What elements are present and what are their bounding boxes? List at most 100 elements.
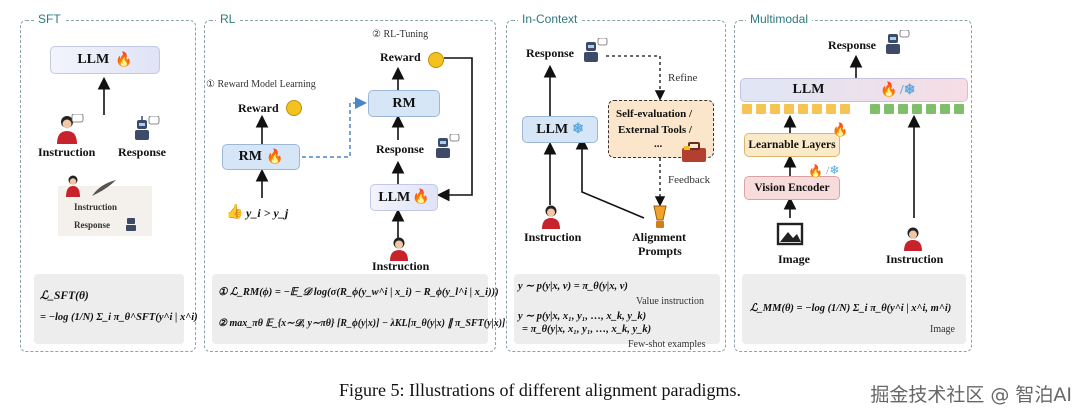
image-icon bbox=[776, 222, 804, 246]
image-token bbox=[784, 104, 794, 114]
rl-formula-1: ① ℒ_RM(ϕ) = −𝔼_𝒟 log(σ(R_ϕ(y_w^i | x_i) … bbox=[218, 287, 499, 298]
rl-formula-area bbox=[212, 274, 488, 344]
sft-instruction-label: Instruction bbox=[38, 145, 96, 159]
medal-icon bbox=[286, 100, 302, 116]
mm-learnable-box: Learnable Layers bbox=[744, 133, 840, 157]
sft-panel-title: SFT bbox=[34, 12, 65, 26]
figure-caption: Figure 5: Illustrations of different ali… bbox=[338, 380, 742, 400]
rl-step2-label: ② RL-Tuning bbox=[372, 29, 429, 40]
sft-card-instruction: Instruction bbox=[74, 202, 118, 212]
rl-dashed-rm-link bbox=[302, 97, 367, 158]
rl-reward-left: Reward bbox=[238, 101, 279, 115]
image-token bbox=[770, 104, 780, 114]
in-context-panel-title: In-Context bbox=[518, 12, 582, 26]
mm-formula: ℒ_MM(θ) = −log (1/N) Σ_i π_θ(y^i | x^i, … bbox=[750, 303, 952, 314]
snowflake-icon: /❄ bbox=[826, 163, 840, 177]
text-token bbox=[954, 104, 964, 114]
toolbox-icon bbox=[682, 142, 706, 162]
ic-alignment-line1: Alignment bbox=[632, 230, 686, 244]
robot-icon bbox=[886, 30, 910, 54]
rl-rm-right-box: RM bbox=[368, 90, 440, 117]
person-icon bbox=[542, 205, 560, 229]
mm-formula-note: Image bbox=[930, 324, 955, 335]
rl-formula-2: ② max_πθ 𝔼_{x∼𝒟, y∼πθ} [R_ϕ(y|x)] − λKL[… bbox=[218, 318, 506, 329]
robot-icon bbox=[436, 134, 460, 158]
ic-dashed-refine bbox=[606, 55, 666, 101]
rl-feedback-loop bbox=[436, 57, 473, 202]
person-icon bbox=[66, 175, 80, 197]
rl-rm-right-label: RM bbox=[392, 95, 416, 111]
ic-response-label: Response bbox=[526, 46, 575, 60]
robot-icon bbox=[135, 116, 160, 140]
snowflake-icon: /❄ bbox=[899, 82, 916, 98]
image-token bbox=[742, 104, 752, 114]
ic-llm-box: LLM ❄ bbox=[522, 116, 598, 143]
multimodal-panel bbox=[734, 20, 972, 352]
ic-self-eval-line2: External Tools / bbox=[618, 124, 692, 136]
image-token bbox=[840, 104, 850, 114]
sft-llm-label: LLM bbox=[77, 52, 110, 67]
mm-image-label: Image bbox=[778, 252, 810, 266]
mm-vision-label: Vision Encoder bbox=[754, 182, 830, 194]
sft-response-label: Response bbox=[118, 145, 167, 159]
fire-icon: 🔥 bbox=[808, 164, 823, 178]
rl-llm-box: LLM 🔥 bbox=[370, 184, 438, 211]
image-token bbox=[756, 104, 766, 114]
in-context-formula-area bbox=[514, 274, 720, 344]
ic-formula-2: y ∼ p(y|x, x₁, y₁, …, x_k, y_k) bbox=[518, 311, 647, 322]
fire-icon: 🔥 bbox=[832, 122, 849, 137]
rl-instruction-label: Instruction bbox=[372, 259, 430, 273]
fire-icon: 🔥 bbox=[265, 149, 284, 165]
robot-icon bbox=[584, 38, 608, 62]
snowflake-icon: ❄ bbox=[572, 122, 584, 137]
text-token bbox=[884, 104, 894, 114]
text-token bbox=[926, 104, 936, 114]
in-context-panel bbox=[506, 20, 726, 352]
mm-llm-label: LLM bbox=[792, 82, 825, 97]
ic-self-eval-line1: Self-evaluation / bbox=[616, 108, 693, 120]
medal-icon bbox=[428, 52, 444, 68]
rl-step1-label: ① Reward Model Learning bbox=[206, 79, 316, 90]
rl-rm-left-label: RM bbox=[238, 149, 262, 164]
multimodal-panel-title: Multimodal bbox=[746, 12, 813, 26]
fire-icon: 🔥 bbox=[880, 82, 898, 98]
robot-icon bbox=[126, 218, 136, 231]
text-token bbox=[940, 104, 950, 114]
image-token bbox=[798, 104, 808, 114]
ic-feedback-label: Feedback bbox=[668, 174, 711, 186]
ic-formula-3: = π_θ(y|x, x₁, y₁, …, x_k, y_k) bbox=[522, 324, 652, 335]
text-token bbox=[870, 104, 880, 114]
sft-formula-area bbox=[34, 274, 184, 344]
ic-formula-1: y ∼ p(y|x, v) = π_θ(y|x, v) bbox=[518, 281, 628, 292]
rl-rm-left-box: RM 🔥 bbox=[222, 144, 300, 170]
ic-arrow-prompts-to-llm bbox=[575, 136, 645, 219]
rl-response-label: Response bbox=[376, 142, 425, 156]
ic-note-1: Value instruction bbox=[636, 296, 705, 307]
ic-instruction-label: Instruction bbox=[524, 230, 582, 244]
ic-self-eval-line3: ... bbox=[654, 138, 663, 150]
text-token bbox=[898, 104, 908, 114]
fire-icon: 🔥 bbox=[412, 190, 430, 205]
mm-token-row bbox=[742, 104, 966, 116]
text-token bbox=[912, 104, 922, 114]
ic-alignment-line2: Prompts bbox=[638, 244, 682, 258]
lamp-icon bbox=[653, 205, 667, 228]
mm-vision-box: Vision Encoder bbox=[744, 176, 840, 200]
ic-note-2: Few-shot examples bbox=[628, 339, 706, 350]
rl-panel-title: RL bbox=[216, 12, 240, 26]
mm-learnable-label: Learnable Layers bbox=[748, 139, 836, 151]
rl-llm-label: LLM bbox=[378, 189, 411, 205]
person-icon bbox=[904, 227, 922, 251]
ic-llm-label: LLM bbox=[536, 121, 569, 137]
mm-instruction-label: Instruction bbox=[886, 252, 944, 266]
ic-refine-label: Refine bbox=[668, 72, 698, 84]
person-icon bbox=[390, 237, 408, 261]
image-token bbox=[826, 104, 836, 114]
rl-preference-label: y_i > y_j bbox=[246, 206, 289, 220]
thumbs-up-icon: 👍 bbox=[226, 205, 244, 220]
fire-icon: 🔥 bbox=[115, 52, 133, 68]
mm-llm-box: LLM 🔥 /❄ bbox=[740, 78, 968, 102]
quill-icon bbox=[92, 180, 116, 196]
sft-panel bbox=[20, 20, 196, 352]
